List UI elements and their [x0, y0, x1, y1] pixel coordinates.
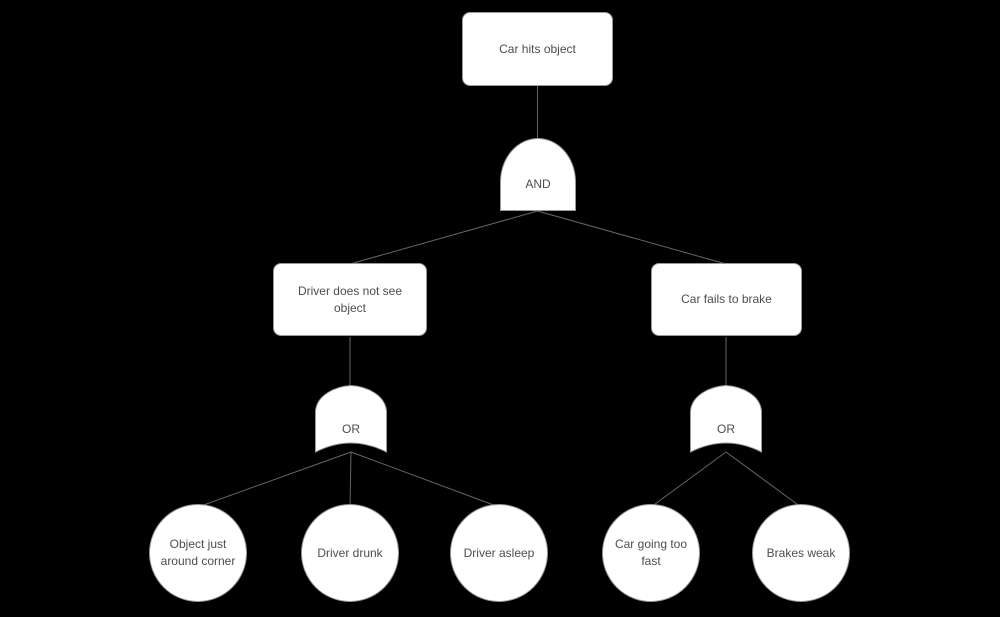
or-gate-right-shape	[690, 385, 762, 453]
node-or-gate-left[interactable]: OR	[315, 385, 387, 453]
node-basic-5-label: Brakes weak	[766, 545, 836, 560]
node-object-just-around-corner[interactable]: Object just around corner	[149, 504, 247, 602]
or-gate-left-shape	[315, 385, 387, 453]
edge-orleft-to-basic2[interactable]	[349, 451, 352, 508]
and-gate-label: AND	[525, 177, 551, 192]
node-basic-1-label: Object just around corner	[160, 537, 236, 568]
node-basic-2-label: Driver drunk	[317, 545, 383, 560]
node-intermediate-left-label: Driver does not see object	[297, 283, 403, 315]
or-gate-right-label: OR	[717, 422, 735, 436]
node-driver-does-not-see-object[interactable]: Driver does not see object	[273, 263, 427, 336]
or-gate-left-label: OR	[342, 422, 360, 436]
node-top-event[interactable]: Car hits object	[462, 12, 613, 86]
edge-orleft-to-basic1[interactable]	[197, 451, 352, 508]
edge-orright-to-basic5[interactable]	[725, 451, 802, 508]
node-basic-4-label: Car going too fast	[614, 537, 688, 568]
node-or-gate-right[interactable]: OR	[690, 385, 762, 453]
node-car-fails-to-brake[interactable]: Car fails to brake	[651, 263, 802, 336]
node-and-gate[interactable]: AND	[500, 138, 576, 211]
edge-orright-to-basic4[interactable]	[650, 451, 727, 508]
edge-and-to-left-box[interactable]	[349, 210, 538, 265]
node-driver-drunk[interactable]: Driver drunk	[301, 504, 399, 602]
node-car-going-too-fast[interactable]: Car going too fast	[602, 504, 700, 602]
node-brakes-weak[interactable]: Brakes weak	[752, 504, 850, 602]
edge-and-to-right-box[interactable]	[537, 210, 727, 265]
node-basic-3-label: Driver asleep	[463, 545, 535, 560]
node-top-event-label: Car hits object	[499, 41, 576, 56]
node-intermediate-right-label: Car fails to brake	[681, 292, 772, 307]
node-driver-asleep[interactable]: Driver asleep	[450, 504, 548, 602]
edge-orleft-to-basic3[interactable]	[350, 451, 500, 508]
